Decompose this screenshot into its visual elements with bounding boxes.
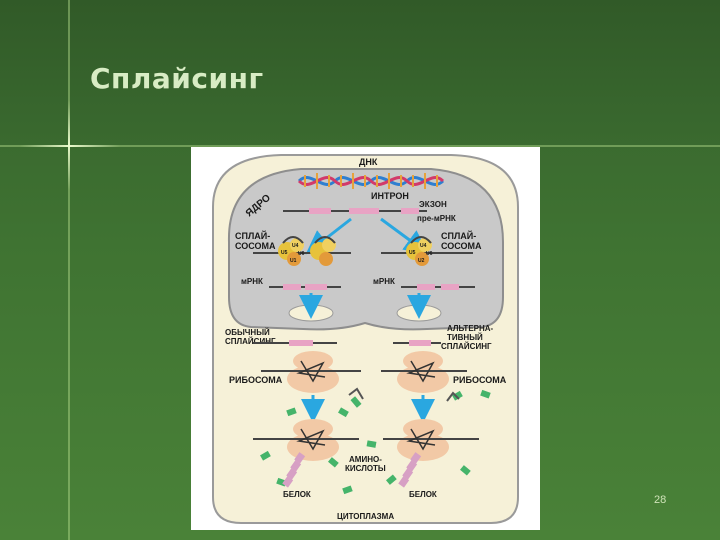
protein-left <box>282 452 306 488</box>
left-spliceosome: U4 U6 U5 U1 <box>253 236 351 266</box>
normal-splicing-label: ОБЫЧНЫЙ СПЛАЙСИНГ <box>225 328 276 346</box>
page-number: 28 <box>654 494 667 506</box>
sparkle-horizontal <box>20 145 120 147</box>
exon-label: ЭКЗОН <box>419 200 447 209</box>
ribosome-left <box>261 351 361 393</box>
ribosome-right-label: РИБОСОМА <box>453 375 507 385</box>
ribosome-right-2 <box>383 419 479 461</box>
spliceosome-left-label: СПЛАЙ- СОСОМА <box>235 230 276 251</box>
right-spliceosome: U4 U6 U5 U2 <box>381 236 473 266</box>
svg-text:U1: U1 <box>290 258 297 264</box>
svg-text:U5: U5 <box>281 250 288 256</box>
svg-text:U2: U2 <box>418 258 425 264</box>
pre-mrna-label: пре-мРНК <box>417 214 456 223</box>
alt-splicing-label: АЛЬТЕРНА- ТИВНЫЙ СПЛАЙСИНГ <box>441 324 495 351</box>
ribosome-right <box>381 351 467 393</box>
mrna-right-strand <box>401 284 475 290</box>
horizontal-rule <box>0 145 720 147</box>
nuclear-pore-left <box>288 304 334 322</box>
amino-acids <box>260 389 491 495</box>
dna-helix <box>297 173 445 189</box>
ribosome-left-label: РИБОСОМА <box>229 375 283 385</box>
intron-label: ИНТРОН <box>371 191 409 201</box>
svg-text:U6: U6 <box>298 251 305 257</box>
cytoplasm-label: ЦИТОПЛАЗМА <box>337 512 394 521</box>
protein-left-label: БЕЛОК <box>283 490 311 499</box>
trna-left <box>348 387 364 400</box>
svg-text:U5: U5 <box>409 250 416 256</box>
svg-text:U6: U6 <box>426 251 433 257</box>
pre-mrna-strand <box>283 208 427 214</box>
nuclear-pore-right <box>396 304 442 322</box>
amino-acids-label: АМИНО- КИСЛОТЫ <box>345 455 386 473</box>
trna-right <box>446 391 460 402</box>
splicing-diagram: ЯДРО ДНК ИНТРОН ЭКЗОН пре-мРНК СПЛАЙ- СО… <box>191 147 540 530</box>
header-band <box>0 0 720 146</box>
protein-right <box>398 452 422 488</box>
sparkle-vertical <box>68 100 70 190</box>
slide-title: Сплайсинг <box>90 62 264 95</box>
vertical-rule <box>68 0 70 540</box>
mrna-left-strand <box>269 284 341 290</box>
mrna-right-label: мРНК <box>373 277 395 286</box>
protein-right-label: БЕЛОК <box>409 490 437 499</box>
svg-text:U4: U4 <box>292 243 299 249</box>
svg-text:U4: U4 <box>420 243 427 249</box>
mrna-left-label: мРНК <box>241 277 263 286</box>
spliceosome-right-label: СПЛАЙ- СОСОМА <box>441 230 482 251</box>
dna-label: ДНК <box>359 157 378 167</box>
